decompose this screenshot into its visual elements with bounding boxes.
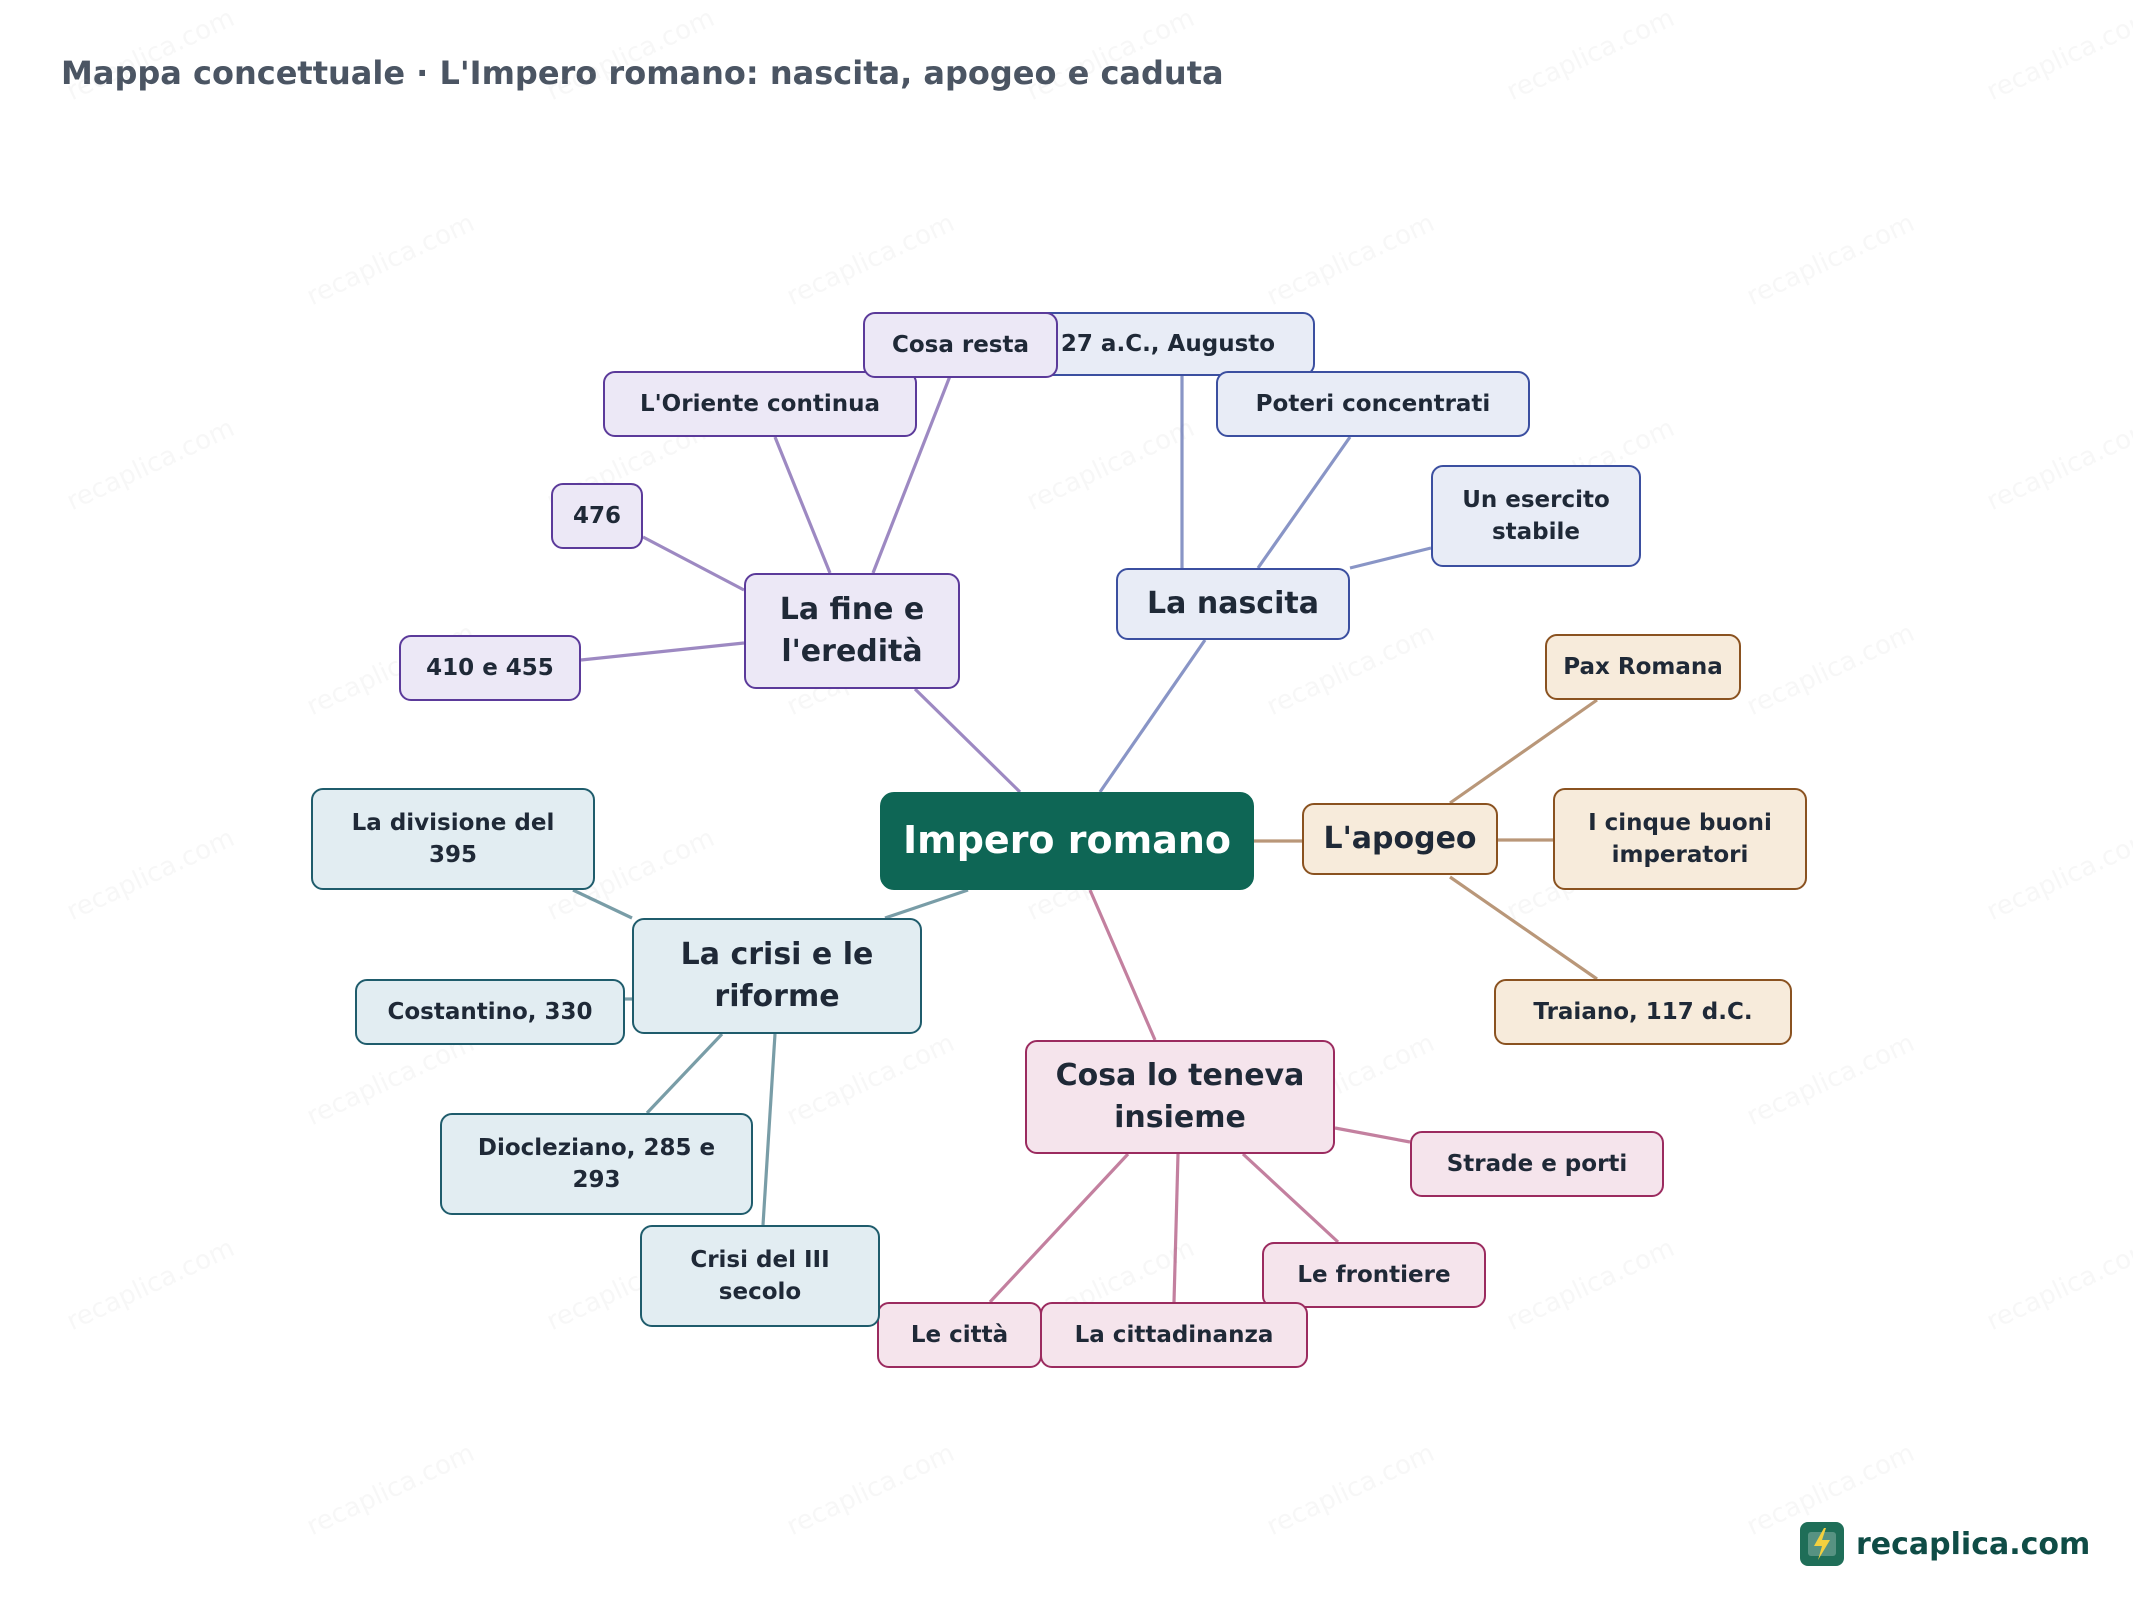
logo-text: recaplica.com (1856, 1526, 2091, 1562)
connector-crisi-3 (572, 888, 633, 920)
branch-node-crisi[interactable]: La crisi e le riforme (632, 918, 922, 1034)
leaf-node-nascita[interactable]: Poteri concentrati (1216, 371, 1530, 437)
leaf-node-apogeo[interactable]: Pax Romana (1545, 634, 1741, 700)
leaf-node-apogeo[interactable]: Traiano, 117 d.C. (1494, 979, 1792, 1045)
connector-insieme-3 (988, 1152, 1130, 1304)
connector-root-nascita (1098, 639, 1207, 793)
branch-node-nascita[interactable]: La nascita (1116, 568, 1350, 640)
connector-insieme-1 (1241, 1152, 1340, 1244)
branch-node-fine[interactable]: La fine e l'eredità (744, 573, 960, 689)
leaf-node-fine[interactable]: 410 e 455 (399, 635, 581, 701)
brand-logo[interactable]: recaplica.com (1800, 1522, 2090, 1566)
connector-crisi-1 (645, 1032, 724, 1115)
leaf-node-fine[interactable]: L'Oriente continua (603, 371, 917, 437)
leaf-node-crisi[interactable]: La divisione del 395 (311, 788, 595, 890)
connector-apogeo-2 (1449, 875, 1598, 981)
leaf-node-fine[interactable]: Cosa resta (863, 312, 1058, 378)
connector-apogeo-0 (1449, 698, 1598, 805)
connector-fine-3 (871, 375, 952, 574)
connector-insieme-0 (1334, 1126, 1411, 1144)
connector-fine-2 (773, 436, 832, 574)
connector-fine-1 (642, 535, 745, 592)
leaf-node-apogeo[interactable]: I cinque buoni imperatori (1553, 788, 1807, 890)
connector-insieme-2 (1172, 1153, 1180, 1303)
leaf-node-crisi[interactable]: Diocleziano, 285 e 293 (440, 1113, 753, 1215)
page-title: Mappa concettuale · L'Impero romano: nas… (61, 54, 1224, 92)
connector-root-crisi (884, 888, 969, 920)
connector-nascita-1 (1256, 436, 1352, 569)
leaf-node-crisi[interactable]: Costantino, 330 (355, 979, 625, 1045)
connector-nascita-2 (1349, 546, 1432, 570)
leaf-node-crisi[interactable]: Crisi del III secolo (640, 1225, 880, 1327)
leaf-node-insieme[interactable]: Strade e porti (1410, 1131, 1664, 1197)
connector-fine-0 (580, 641, 745, 662)
leaf-node-insieme[interactable]: Le frontiere (1262, 1242, 1486, 1308)
connector-root-insieme (1088, 889, 1157, 1041)
root-node[interactable]: Impero romano (880, 792, 1254, 890)
leaf-node-nascita[interactable]: 27 a.C., Augusto (1021, 312, 1315, 376)
connector-crisi-0 (761, 1033, 777, 1226)
leaf-node-nascita[interactable]: Un esercito stabile (1431, 465, 1641, 567)
branch-node-apogeo[interactable]: L'apogeo (1302, 803, 1498, 875)
leaf-node-insieme[interactable]: Le città (877, 1302, 1042, 1368)
branch-node-insieme[interactable]: Cosa lo teneva insieme (1025, 1040, 1335, 1154)
leaf-node-insieme[interactable]: La cittadinanza (1040, 1302, 1308, 1368)
leaf-node-fine[interactable]: 476 (551, 483, 643, 549)
connector-root-fine (913, 687, 1022, 794)
logo-icon (1800, 1522, 1844, 1566)
